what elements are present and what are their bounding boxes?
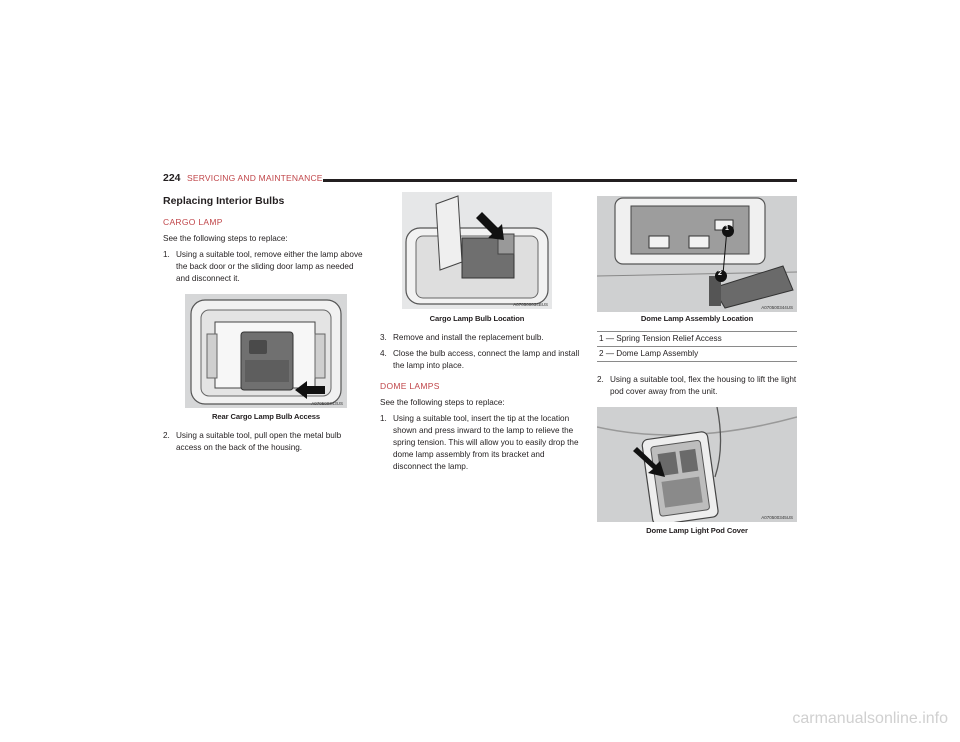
cargo-lamp-heading: CARGO LAMP [163, 217, 223, 227]
cargo-lamp-bulb-figure: A070500034BUS [402, 192, 552, 309]
dome-lamp-light-pod-illustration [597, 407, 797, 522]
callout-1: 1 [725, 225, 729, 232]
dome-lamp-light-pod-caption: Dome Lamp Light Pod Cover [646, 526, 748, 535]
figure-legend: 1 — Spring Tension Relief Access 2 — Dom… [597, 331, 797, 362]
step-text: Using a suitable tool, pull open the met… [176, 431, 342, 452]
header-rule [323, 179, 797, 182]
page-header: 224 SERVICING AND MAINTENANCE [163, 172, 797, 186]
legend-item: 2 — Dome Lamp Assembly [597, 346, 797, 362]
cargo-step-2: 2. Using a suitable tool, pull open the … [163, 430, 363, 454]
dome-step-2: 2. Using a suitable tool, flex the housi… [597, 374, 799, 398]
step-number: 2. [163, 431, 170, 440]
step-text: Remove and install the replacement bulb. [393, 333, 544, 342]
page-title: Replacing Interior Bulbs [163, 195, 285, 207]
step-text: Close the bulb access, connect the lamp … [393, 349, 580, 370]
section-title: SERVICING AND MAINTENANCE [187, 173, 323, 183]
dome-lamp-assembly-figure: 1 2 A070500344US [597, 196, 797, 312]
cargo-lamp-bulb-caption: Cargo Lamp Bulb Location [429, 314, 525, 323]
dome-lamp-light-pod-figure: A070500345US [597, 407, 797, 522]
figure-code: A070500034BUS [513, 302, 548, 307]
step-number: 3. [380, 333, 387, 342]
legend-item: 1 — Spring Tension Relief Access [597, 331, 797, 346]
figure-code: A070500344US [761, 305, 793, 310]
callout-2: 2 [718, 270, 722, 277]
step-number: 1. [380, 414, 387, 423]
step-number: 1. [163, 250, 170, 259]
rear-cargo-lamp-illustration [185, 294, 347, 408]
cargo-step-3: 3. Remove and install the replacement bu… [380, 332, 580, 344]
step-number: 4. [380, 349, 387, 358]
page-number: 224 [163, 172, 181, 184]
dome-lamp-assembly-illustration [597, 196, 797, 312]
cargo-lamp-bulb-illustration [402, 192, 552, 309]
rear-cargo-lamp-caption: Rear Cargo Lamp Bulb Access [211, 412, 320, 421]
figure-code: A070500343US [311, 401, 343, 406]
watermark: carmanualsonline.info [792, 710, 948, 727]
cargo-intro: See the following steps to replace: [163, 234, 288, 243]
step-text: Using a suitable tool, flex the housing … [610, 375, 797, 396]
step-number: 2. [597, 375, 604, 384]
dome-lamp-assembly-caption: Dome Lamp Assembly Location [640, 314, 754, 323]
figure-code: A070500345US [761, 515, 793, 520]
dome-lamps-heading: DOME LAMPS [380, 381, 440, 391]
dome-step-1: 1. Using a suitable tool, insert the tip… [380, 413, 580, 473]
step-text: Using a suitable tool, remove either the… [176, 250, 363, 283]
rear-cargo-lamp-figure: A070500343US [185, 294, 347, 408]
cargo-step-1: 1. Using a suitable tool, remove either … [163, 249, 363, 285]
step-text: Using a suitable tool, insert the tip at… [393, 414, 579, 471]
cargo-step-4: 4. Close the bulb access, connect the la… [380, 348, 580, 372]
dome-intro: See the following steps to replace: [380, 398, 505, 407]
